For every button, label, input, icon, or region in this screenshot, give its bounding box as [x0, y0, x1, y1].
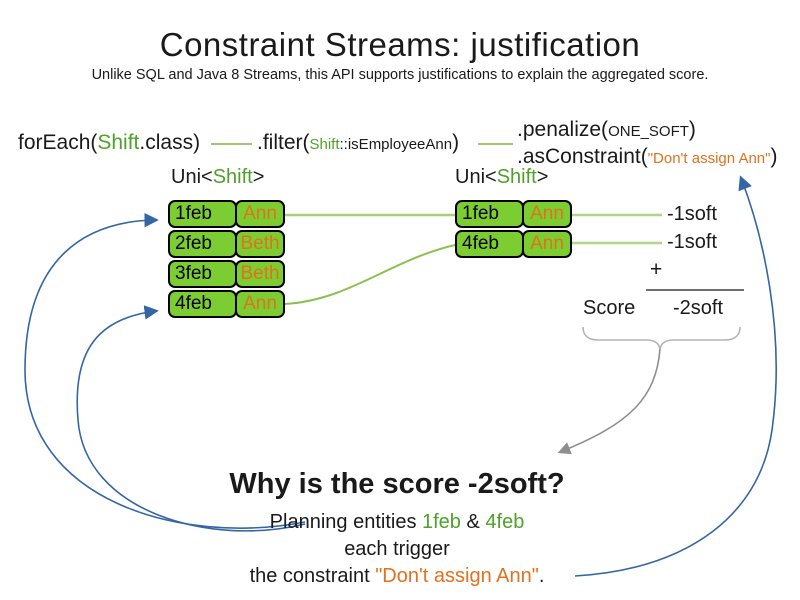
- code-filter-suffix: ): [452, 131, 460, 154]
- stream-label-left-prefix: Uni<: [171, 166, 213, 188]
- stream-label-right-suffix: >: [536, 166, 549, 188]
- stream-label-left: Uni<Shift>: [171, 166, 264, 189]
- stream-line-4feb: [284, 244, 456, 305]
- stream-label-right: Uni<Shift>: [455, 166, 548, 189]
- shift-table-left: 1feb Ann 2feb Beth 3feb Beth 4feb Ann: [168, 200, 285, 320]
- table-row: 3feb Beth: [168, 260, 285, 288]
- explanation-line-1: Planning entities 1feb & 4feb: [0, 511, 794, 534]
- code-asconstraint-suffix: ): [770, 145, 778, 168]
- table-row: 2feb Beth: [168, 230, 285, 258]
- shift-table-right: 1feb Ann 4feb Ann: [455, 200, 572, 260]
- code-penalize-prefix: .penalize(: [517, 118, 609, 141]
- score-brace: [582, 326, 741, 350]
- table-row: 1feb Ann: [168, 200, 285, 228]
- slide-subtitle: Unlike SQL and Java 8 Streams, this API …: [91, 67, 709, 83]
- code-penalize-arg: ONE_SOFT: [608, 123, 689, 140]
- code-filter-arg-class: Shift: [309, 136, 340, 153]
- explanation-entity-1feb: 1feb: [422, 511, 461, 533]
- explanation-entity-4feb: 4feb: [485, 511, 525, 533]
- explanation-line3-prefix: the constraint: [249, 565, 376, 587]
- code-foreach-suffix: .class): [139, 131, 201, 154]
- code-penalize-suffix: ): [688, 118, 696, 141]
- why-heading: Why is the score -2soft?: [229, 468, 565, 500]
- total-score: -2soft: [673, 297, 724, 319]
- shift-employee-cell: Beth: [235, 260, 285, 288]
- shift-employee-cell: Ann: [235, 290, 285, 318]
- table-row: 4feb Ann: [168, 290, 285, 318]
- code-foreach-prefix: forEach(: [18, 131, 98, 154]
- explanation-line-3: the constraint "Don't assign Ann".: [0, 565, 794, 588]
- shift-employee-cell: Ann: [522, 200, 572, 228]
- stream-label-right-type: Shift: [496, 166, 537, 188]
- plus-sign: +: [650, 258, 663, 281]
- table-row: 4feb Ann: [455, 230, 572, 258]
- stream-label-left-type: Shift: [212, 166, 253, 188]
- gray-arrow-to-why: [557, 348, 661, 455]
- stream-label-left-suffix: >: [252, 166, 265, 188]
- table-row: 1feb Ann: [455, 200, 572, 228]
- explanation-line3-suffix: .: [538, 565, 545, 587]
- code-filter-prefix: .filter(: [257, 131, 310, 154]
- explanation-line1-prefix: Planning entities: [269, 511, 422, 533]
- match-score-2: -1soft: [667, 231, 718, 253]
- code-asconstraint-prefix: .asConstraint(: [517, 145, 648, 168]
- explanation-line-2: each trigger: [344, 538, 450, 560]
- explanation-line1-connector: &: [460, 511, 486, 533]
- stream-label-right-prefix: Uni<: [455, 166, 497, 188]
- match-score-1: -1soft: [667, 203, 718, 225]
- shift-date-cell: 4feb: [168, 290, 237, 318]
- score-label: Score: [583, 297, 636, 319]
- shift-employee-cell: Ann: [235, 200, 285, 228]
- code-foreach: forEach(Shift.class): [18, 131, 200, 155]
- shift-employee-cell: Ann: [522, 230, 572, 258]
- shift-date-cell: 1feb: [455, 200, 524, 228]
- shift-date-cell: 3feb: [168, 260, 237, 288]
- slide-title: Constraint Streams: justification: [159, 26, 641, 63]
- explanation-constraint-name: "Don't assign Ann": [375, 565, 539, 587]
- shift-employee-cell: Beth: [235, 230, 285, 258]
- code-filter-arg-method: ::isEmployeeAnn: [339, 136, 453, 153]
- code-asconstraint-arg: "Don't assign Ann": [647, 150, 771, 167]
- shift-date-cell: 1feb: [168, 200, 237, 228]
- shift-date-cell: 4feb: [455, 230, 524, 258]
- shift-date-cell: 2feb: [168, 230, 237, 258]
- code-asconstraint: .asConstraint("Don't assign Ann"): [517, 145, 777, 169]
- code-filter: .filter(Shift::isEmployeeAnn): [257, 131, 459, 155]
- code-foreach-class: Shift: [97, 131, 140, 154]
- code-penalize: .penalize(ONE_SOFT): [517, 118, 696, 142]
